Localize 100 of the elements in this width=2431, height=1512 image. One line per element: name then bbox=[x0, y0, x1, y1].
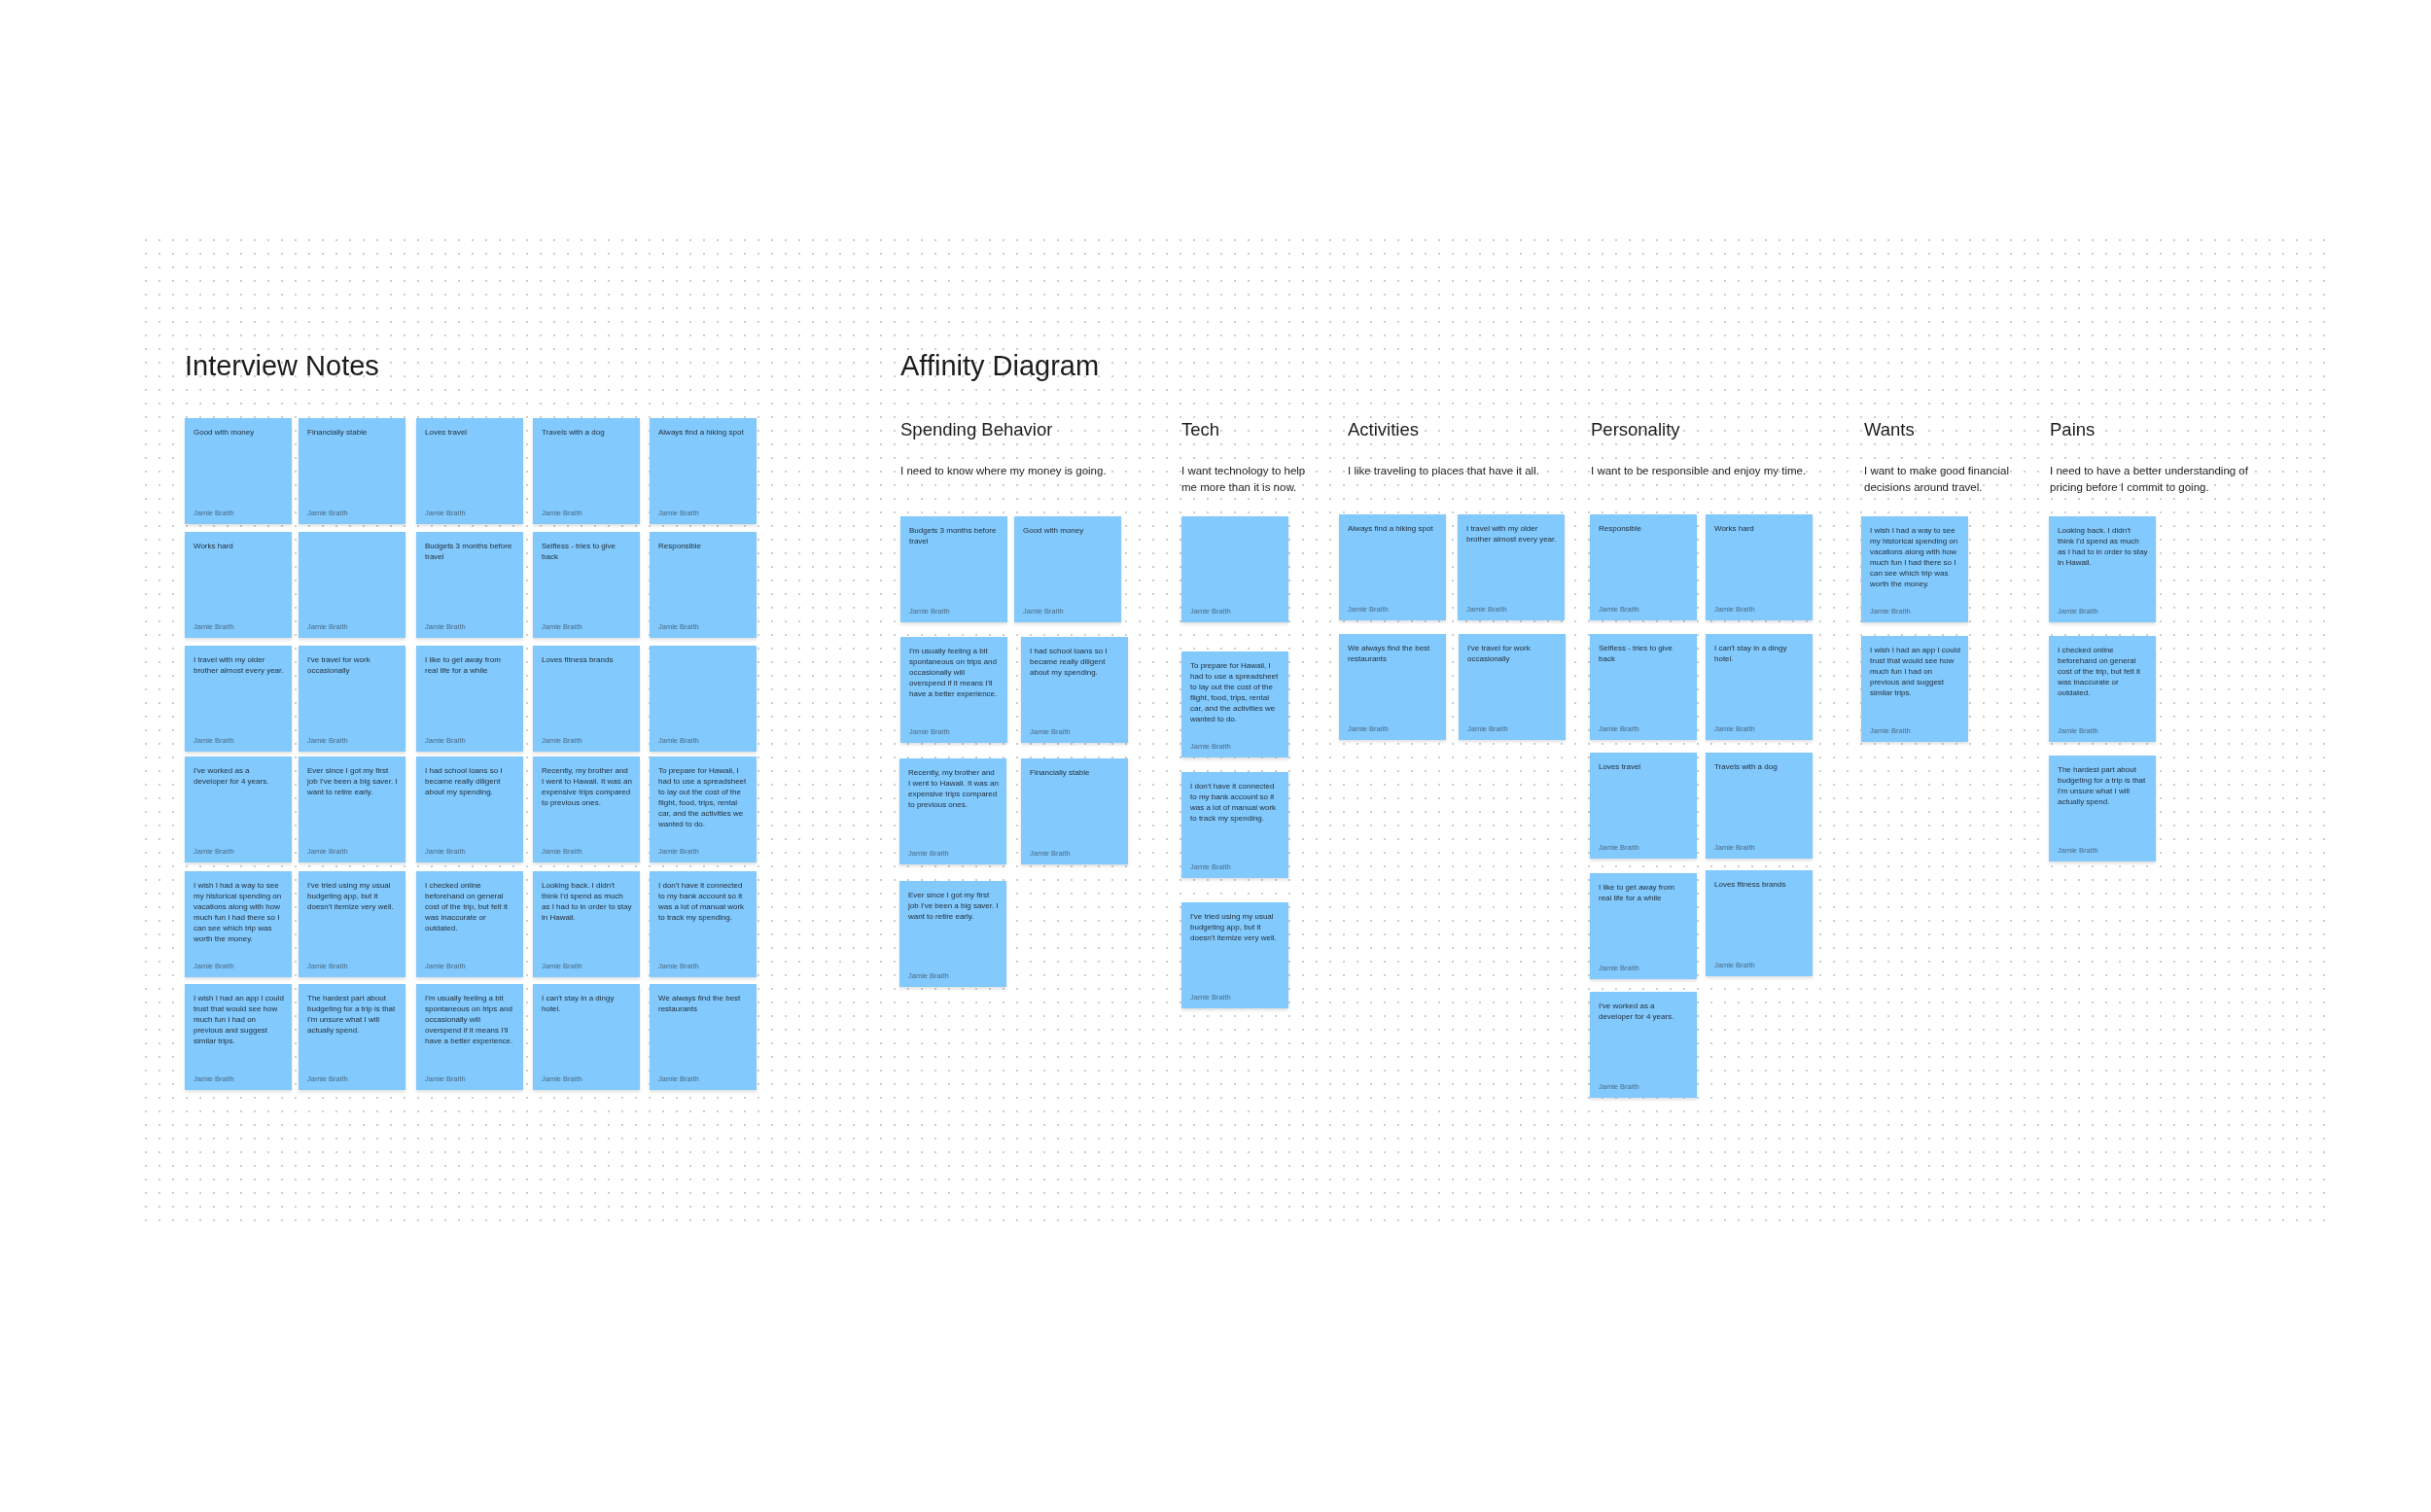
note-text: To prepare for Hawaii, I had to use a spreadsheet to lay out the cost of the flight, food, trips, rental car, and the activities we wanted to do. bbox=[658, 765, 748, 829]
sticky-note bbox=[1181, 651, 1288, 757]
sticky-note bbox=[650, 646, 757, 752]
sticky-note bbox=[650, 756, 757, 862]
category-description: I need to have a better understanding of pricing before I commit to going. bbox=[2050, 464, 2249, 495]
category-heading: Spending Behavior bbox=[900, 419, 1053, 440]
sticky-note bbox=[1014, 516, 1121, 622]
sticky-note bbox=[650, 871, 757, 977]
note-text: I like to get away from real life for a while bbox=[425, 654, 502, 676]
note-text: Loves travel bbox=[1599, 761, 1642, 772]
note-text: Financially stable bbox=[307, 427, 369, 438]
sticky-note bbox=[185, 984, 292, 1090]
sticky-note bbox=[416, 756, 523, 862]
note-text: I've tried using my usual budgeting app, but it doesn't itemize very well. bbox=[307, 880, 395, 912]
note-text: Loves fitness brands bbox=[1714, 879, 1787, 890]
note-text: I've travel for work occasionally bbox=[307, 654, 371, 676]
sticky-note bbox=[899, 881, 1006, 987]
note-text: Always find a hiking spot bbox=[1348, 523, 1434, 534]
category-description: I need to know where my money is going. bbox=[900, 464, 1108, 478]
note-text: I don't have it connected to my bank account so it was a lot of manual work to track my spending. bbox=[1190, 781, 1278, 824]
sticky-note bbox=[1861, 516, 1968, 622]
note-text: Recently, my brother and I went to Hawaii. It was an expensive trips compared to previous ones. bbox=[542, 765, 632, 808]
note-text: I've travel for work occasionally bbox=[1467, 643, 1532, 664]
sticky-note bbox=[416, 532, 523, 638]
category-description: I want to make good financial decisions around travel. bbox=[1864, 464, 2010, 495]
sticky-note bbox=[299, 756, 405, 862]
sticky-note bbox=[416, 646, 523, 752]
sticky-note bbox=[1458, 514, 1565, 620]
sticky-note bbox=[1706, 514, 1813, 620]
note-text: Travels with a dog bbox=[542, 427, 606, 438]
sticky-note bbox=[416, 984, 523, 1090]
category-heading: Activities bbox=[1348, 419, 1419, 440]
section-title: Interview Notes bbox=[185, 349, 379, 382]
note-text: We always find the best restaurants bbox=[1348, 643, 1431, 664]
note-text: I had school loans so I became really diligent about my spending. bbox=[425, 765, 504, 797]
category-description: I like traveling to places that have it all. bbox=[1348, 464, 1540, 478]
sticky-note bbox=[2049, 516, 2156, 622]
sticky-note bbox=[650, 418, 757, 524]
sticky-note bbox=[1590, 753, 1697, 859]
note-text: Travels with a dog bbox=[1714, 761, 1779, 772]
note-text: Budgets 3 months before travel bbox=[425, 541, 513, 562]
sticky-note bbox=[1021, 637, 1128, 743]
note-text: Ever since I got my first job I've been a big saver. I want to retire early. bbox=[908, 890, 999, 922]
section-title: Affinity Diagram bbox=[900, 349, 1100, 382]
sticky-note bbox=[1590, 992, 1697, 1098]
sticky-note bbox=[1706, 870, 1813, 976]
note-text: Good with money bbox=[1023, 525, 1085, 536]
sticky-note bbox=[650, 984, 757, 1090]
note-text: I can't stay in a dingy hotel. bbox=[542, 993, 616, 1014]
category-description: I want technology to help me more than it is now. bbox=[1181, 464, 1307, 495]
sticky-note bbox=[899, 758, 1006, 864]
note-text: Works hard bbox=[194, 541, 234, 551]
sticky-note bbox=[1181, 902, 1288, 1008]
sticky-note bbox=[1590, 514, 1697, 620]
sticky-note bbox=[1590, 873, 1697, 979]
category-description: I want to be responsible and enjoy my time. bbox=[1591, 464, 1808, 478]
sticky-note bbox=[1339, 634, 1446, 740]
note-text: I don't have it connected to my bank account so it was a lot of manual work to track my spending. bbox=[658, 880, 746, 923]
sticky-note bbox=[185, 418, 292, 524]
note-text: I've worked as a developer for 4 years. bbox=[194, 765, 270, 787]
sticky-note bbox=[1181, 516, 1288, 622]
sticky-note bbox=[416, 871, 523, 977]
note-text: We always find the best restaurants bbox=[658, 993, 742, 1014]
note-text: I had school loans so I became really diligent about my spending. bbox=[1030, 646, 1109, 678]
sticky-note bbox=[533, 646, 640, 752]
note-text: Selfless - tries to give back bbox=[542, 541, 617, 562]
sticky-note bbox=[1861, 636, 1968, 742]
sticky-note bbox=[900, 637, 1007, 743]
note-text: I'm usually feeling a bit spontaneous on trips and occasionally will overspend if it means I'll have a better experience. bbox=[909, 646, 999, 699]
sticky-note bbox=[299, 646, 405, 752]
note-text: I've tried using my usual budgeting app, but it doesn't itemize very well. bbox=[1190, 911, 1278, 943]
note-text: I checked online beforehand on general cost of the trip, but felt it was inaccurate or outdated. bbox=[425, 880, 509, 933]
category-heading: Tech bbox=[1181, 419, 1220, 440]
sticky-note bbox=[416, 418, 523, 524]
sticky-note bbox=[1459, 634, 1566, 740]
sticky-note bbox=[185, 646, 292, 752]
note-text: Financially stable bbox=[1030, 767, 1091, 778]
note-text: Responsible bbox=[658, 541, 703, 551]
sticky-note bbox=[1181, 772, 1288, 878]
sticky-note bbox=[650, 532, 757, 638]
sticky-note bbox=[533, 418, 640, 524]
category-heading: Wants bbox=[1864, 419, 1915, 440]
sticky-note bbox=[1339, 514, 1446, 620]
note-text: Recently, my brother and I went to Hawaii. It was an expensive trips compared to previous ones. bbox=[908, 767, 999, 810]
sticky-note bbox=[1021, 758, 1128, 864]
sticky-note bbox=[533, 756, 640, 862]
sticky-note bbox=[185, 756, 292, 862]
note-text: Always find a hiking spot bbox=[658, 427, 745, 438]
sticky-note bbox=[1706, 753, 1813, 859]
note-text: I've worked as a developer for 4 years. bbox=[1599, 1001, 1675, 1022]
sticky-note bbox=[185, 532, 292, 638]
note-text: I wish I had an app I could trust that would see how much fun I had on previous and suggest similar trips. bbox=[1870, 645, 1960, 698]
note-text: The hardest part about budgeting for a trip is that I'm unsure what I will actually spend. bbox=[307, 993, 397, 1036]
note-text: I wish I had an app I could trust that would see how much fun I had on previous and suggest similar trips. bbox=[194, 993, 284, 1046]
note-text: I like to get away from real life for a while bbox=[1599, 882, 1675, 903]
note-text: Looking back. I didn't think I'd spend as much as I had to in order to stay in Hawaii. bbox=[542, 880, 632, 923]
category-heading: Personality bbox=[1591, 419, 1680, 440]
note-text: I travel with my older brother almost every year. bbox=[194, 654, 284, 676]
note-text: I can't stay in a dingy hotel. bbox=[1714, 643, 1788, 664]
note-text: I travel with my older brother almost every year. bbox=[1466, 523, 1557, 545]
